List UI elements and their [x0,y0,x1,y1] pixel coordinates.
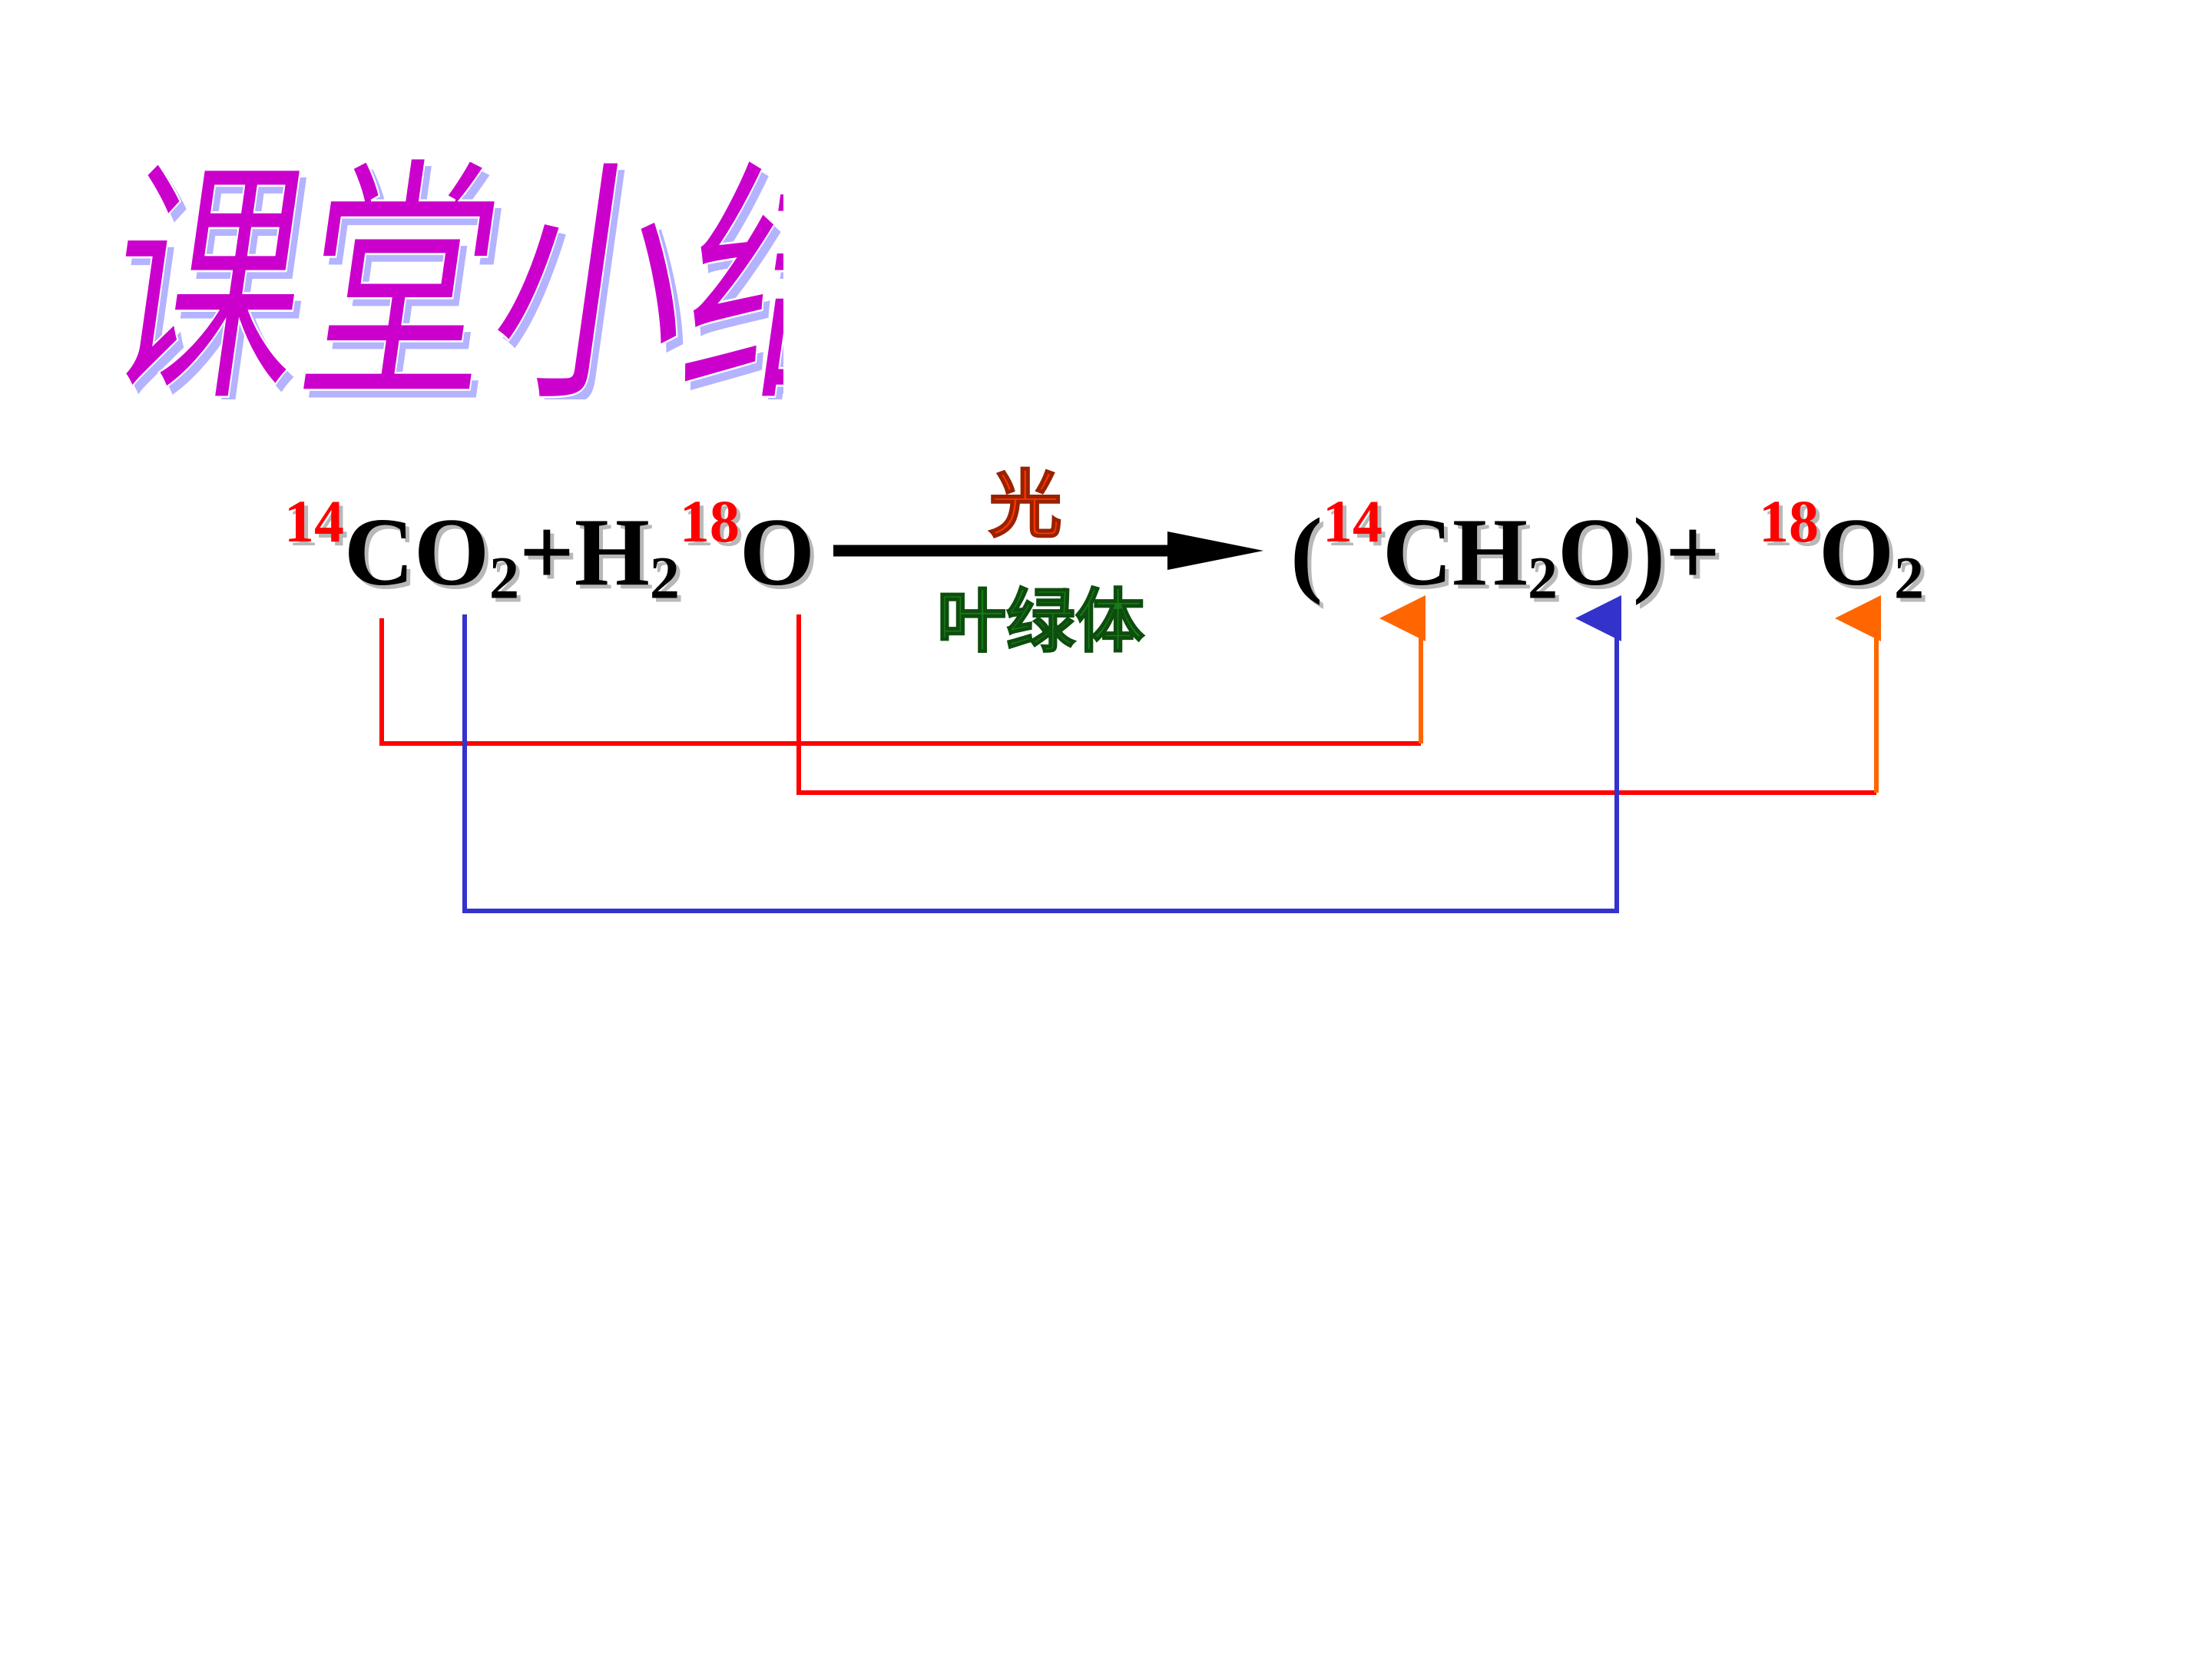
title-text: 课堂小结 [92,137,783,399]
o2-isotope: 18 [1759,488,1819,555]
o2-subscript: 2 [1894,544,1925,611]
h2o-isotope: 18 [679,488,740,555]
carbon-14-trace [379,595,1426,746]
o2-formula: O [1819,499,1895,607]
reaction-arrow [833,531,1263,570]
co2-oxygen-trace [462,595,1621,913]
open-paren: ( [1290,499,1323,607]
condition-chloroplast: 叶绿体 [937,581,1144,662]
title-wordart: 课堂小结 课堂小结 [92,136,783,399]
h2o-formula: H [574,499,650,607]
ch2o-oxygen: O [1557,499,1633,607]
ch2o-formula: CH [1382,499,1528,607]
reactants: 14CO2+H218O [284,492,815,608]
co2-formula: CO [344,499,489,607]
co2-subscript: 2 [489,544,519,611]
h2o-oxygen: O [739,499,815,607]
slide-title: 课堂小结 课堂小结 [92,46,783,399]
title-shadow: 课堂小结 [98,144,783,399]
co2-isotope: 14 [284,488,344,555]
condition-light: 光 [988,463,1061,548]
plus-sign-1: + [519,499,575,607]
products: (14CH2O)+ [1290,492,1720,608]
plus-sign-2: + [1664,499,1720,607]
ch2o-isotope: 14 [1322,488,1382,555]
close-paren: ) [1632,499,1665,607]
product-oxygen: 18O2 [1759,492,1924,608]
oxygen-18-trace [796,595,1881,795]
h2o-subscript: 2 [649,544,680,611]
ch2o-subscript: 2 [1527,544,1558,611]
